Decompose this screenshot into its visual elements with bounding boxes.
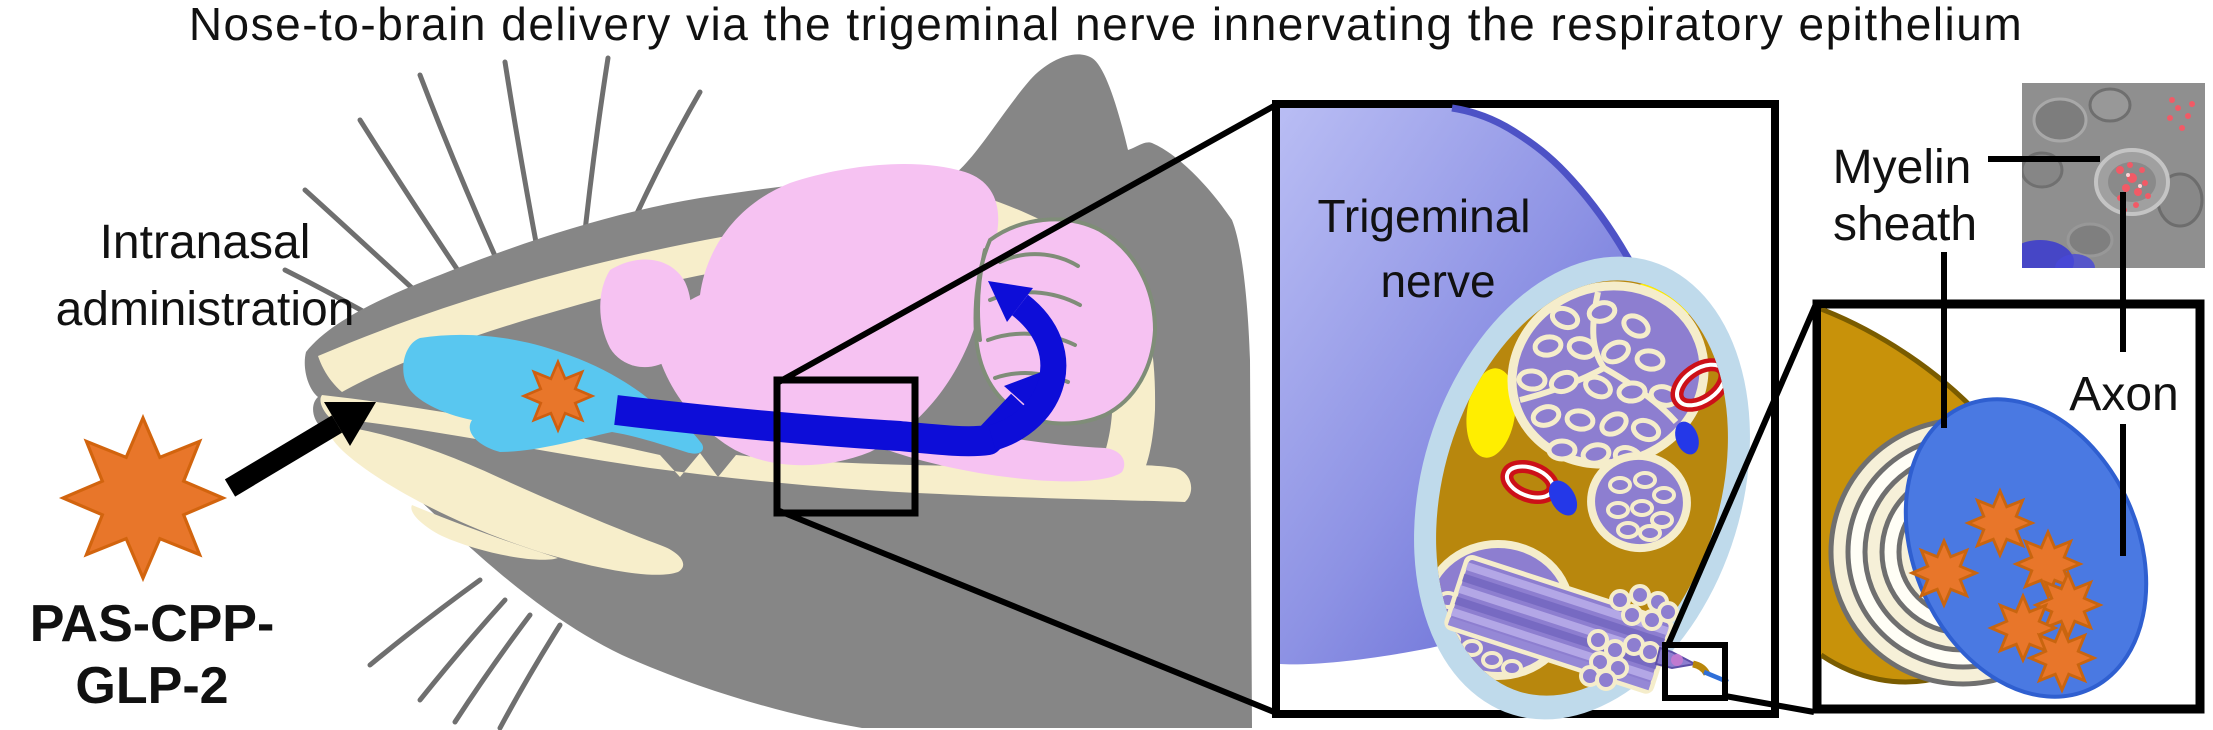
trigeminal-label-line2: nerve <box>1380 255 1495 307</box>
fascicle-axons <box>1516 300 1680 469</box>
compound-star-in-nose <box>524 362 592 430</box>
skull-palate-band <box>320 395 1192 502</box>
curved-arrowhead-up-left <box>988 281 1033 322</box>
fiber-zoom-connectors <box>1665 302 1819 715</box>
skull-jaw-bone <box>328 425 684 575</box>
fat-blob-left <box>1466 368 1516 458</box>
mouse-head-illustration <box>282 54 1252 730</box>
figure-title: Nose-to-brain delivery via the trigemina… <box>189 0 2023 50</box>
compound-label-line2: GLP-2 <box>75 657 228 715</box>
zoom-region-connectors <box>773 103 1276 715</box>
label-pointer-lines <box>1941 156 2126 556</box>
brain-cerebellum <box>973 217 1158 426</box>
red-fluorescence-corner <box>2167 97 2195 131</box>
bundle-tip-ring <box>1671 654 1683 666</box>
compound-star-large <box>63 418 223 578</box>
trigeminal-nerve-pathway <box>614 281 1067 457</box>
intranasal-label-line2: administration <box>56 283 355 336</box>
fascicle-small <box>1587 451 1691 553</box>
zoom-box-on-fiber-tip <box>1662 642 1728 701</box>
nerve-curved-arrow <box>987 294 1067 451</box>
blood-vessel-blue-center <box>1548 480 1578 516</box>
myelin-label-line2: sheath <box>1833 198 1977 251</box>
microscopy-inset <box>2022 83 2205 268</box>
myelin-label-line1: Myelin <box>1833 141 1972 194</box>
blue-fluorescence <box>2022 240 2095 268</box>
compound-label-line1: PAS-CPP- <box>30 595 275 653</box>
bundle-end-axons <box>1579 584 1679 691</box>
cerebellum-folds <box>975 248 1082 384</box>
axon-label: Axon <box>2069 368 2178 421</box>
intranasal-label-line1: Intranasal <box>100 216 311 269</box>
administration-arrow <box>224 402 376 497</box>
axon-detail-panel <box>1812 299 2205 714</box>
myelin-wedge-edge-top <box>1821 308 1984 420</box>
trigeminal-nerve-panel <box>1272 100 1779 720</box>
blood-vessel-blue-right <box>1675 421 1699 455</box>
trigeminal-label-line1: Trigeminal <box>1317 190 1530 242</box>
zoom-box-on-nerve <box>773 376 919 517</box>
